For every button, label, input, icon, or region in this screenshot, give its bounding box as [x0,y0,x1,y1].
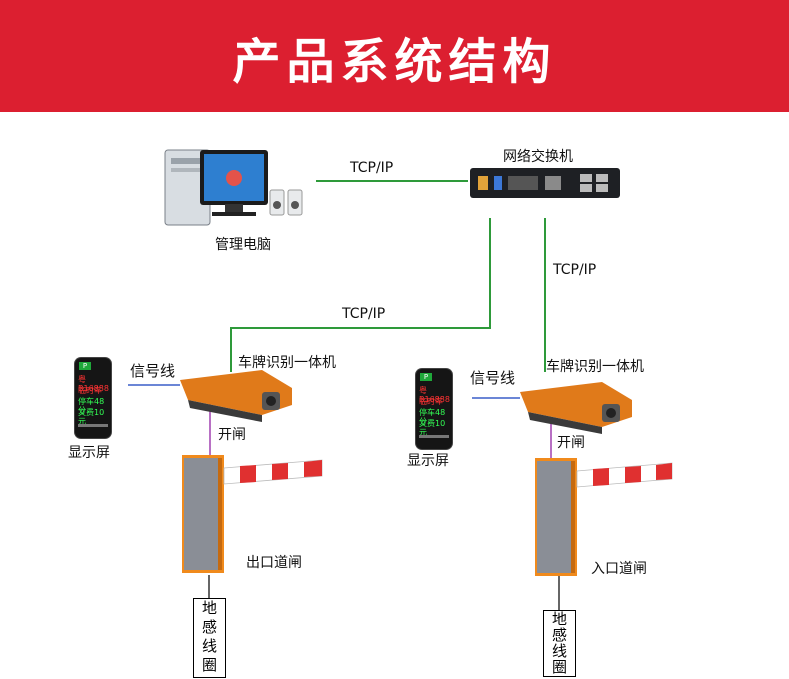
right-signal-label: 信号线 [470,369,516,387]
right-display-line-2: 临时车 [419,397,443,406]
left-display-line-3: 停车48分 [78,397,105,415]
pc-label: 管理电脑 [215,237,271,253]
network-lines [230,180,546,372]
left-loop-char-2: 感 [201,618,217,636]
left-display-line-4: 文费10元 [78,408,105,426]
left-loop-char-3: 线 [201,637,217,655]
right-display-label: 显示屏 [407,453,449,469]
right-display-screen: P 粤B16888 临时车 停车48分 文费10元 [416,369,452,449]
left-display-label: 显示屏 [68,445,110,461]
left-gate-label: 出口道闸 [246,555,302,571]
right-open-label: 开闸 [557,435,585,451]
left-ground-loop: 地 感 线 圈 [193,598,226,678]
right-gate-label: 入口道闸 [591,561,647,577]
signal-lines [128,384,520,399]
left-camera-icon [180,370,292,422]
right-camera-icon [520,382,632,434]
right-loop-char-4: 圈 [551,658,567,676]
right-loop-char-2: 感 [551,626,567,644]
right-camera-label: 车牌识别一体机 [546,359,644,375]
left-loop-char-4: 圈 [201,656,217,674]
left-display-screen: P 粤B16888 临时车 停车48分 文费10元 [75,358,111,438]
right-loop-char-1: 地 [551,610,567,628]
right-ground-loop: 地 感 线 圈 [543,610,576,677]
page-title: 产品系统结构 [232,34,557,90]
right-display-line-1: 粤B16888 [419,386,450,404]
pc-switch-tcp-label: TCP/IP [350,160,394,176]
switch-right-tcp-label: TCP/IP [553,262,597,278]
right-gate-icon [535,458,673,576]
left-camera-label: 车牌识别一体机 [238,355,336,371]
right-display-line-4: 文费10元 [419,419,446,437]
title-banner: 产品系统结构 [0,0,789,112]
left-signal-label: 信号线 [130,362,176,380]
switch-left-camera-line [230,218,491,372]
loop-lines [208,575,560,612]
pc-icon [164,149,303,226]
right-loop-char-3: 线 [551,642,567,660]
left-display-line-2: 临时车 [78,386,102,395]
switch-label: 网络交换机 [503,149,573,165]
left-loop-char-1: 地 [201,599,217,617]
left-display-line-1: 粤B16888 [78,375,109,393]
switch-left-tcp-label: TCP/IP [342,306,386,322]
network-switch-icon [470,168,620,198]
left-gate-icon [182,455,323,573]
right-display-line-3: 停车48分 [419,408,446,426]
left-open-label: 开闸 [218,427,246,443]
